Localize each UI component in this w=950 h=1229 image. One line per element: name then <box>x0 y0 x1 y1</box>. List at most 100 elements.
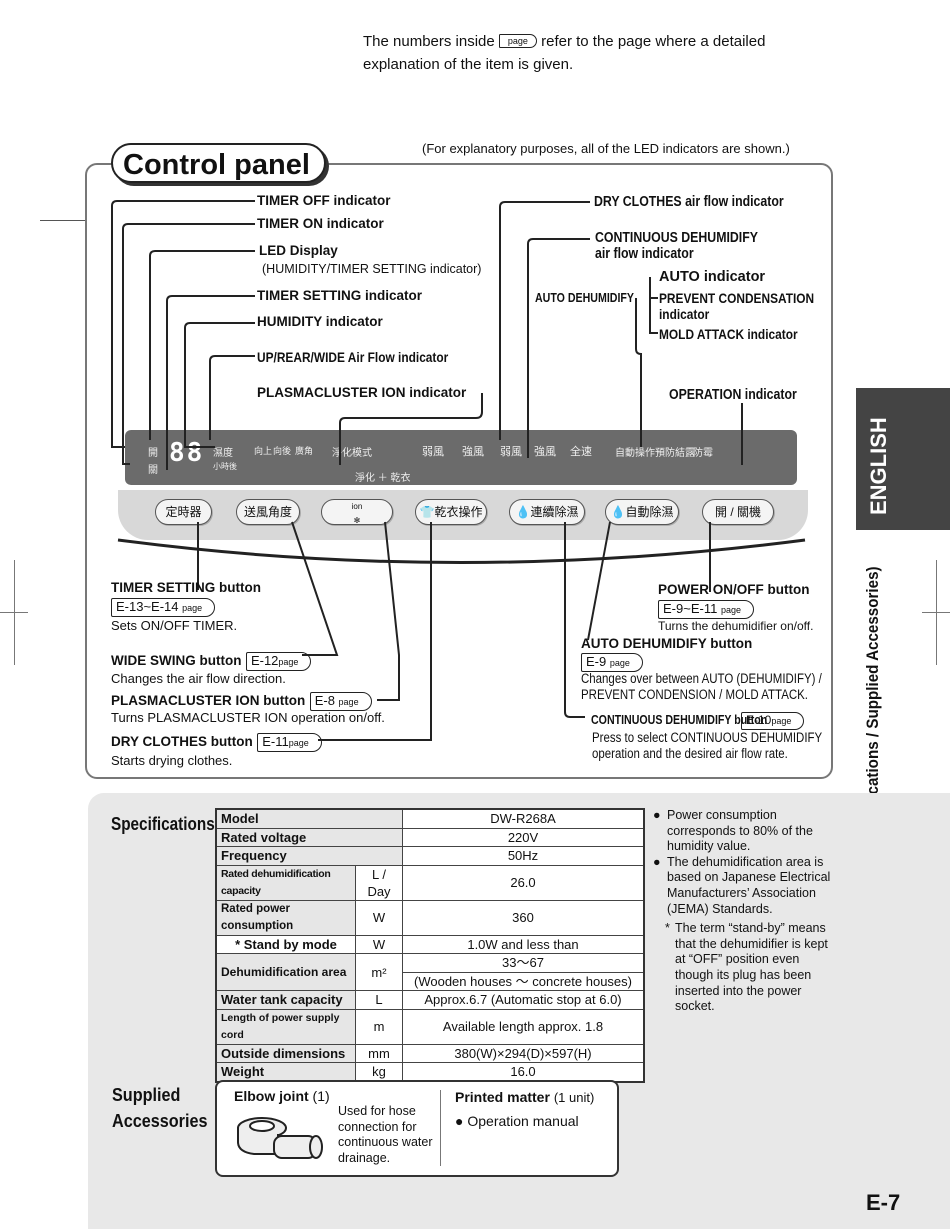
printed-matter-title: Printed matter (1 unit) <box>455 1089 594 1105</box>
led-display-label: LED Display <box>259 243 338 258</box>
dry-clothes-button-label: 乾衣操作 <box>434 505 483 519</box>
off-mark: 開 <box>148 448 158 459</box>
printed-qty: (1 unit) <box>553 1090 595 1105</box>
note-item: *The term “stand-by” means that the dehu… <box>653 921 838 1015</box>
wide-swing-desc: Changes the air flow direction. <box>111 671 286 686</box>
continuous-button-label: CONTINUOUS DEHUMIDIFY button <box>591 713 768 727</box>
bullet-icon: ● <box>455 1113 464 1129</box>
accessories-heading-1: Supplied <box>112 1085 181 1105</box>
spec-key: Rated dehumidification capacity <box>215 864 356 901</box>
note-item: ●The dehumidification area is based on J… <box>653 855 838 917</box>
dry-clothes-button[interactable]: 👕乾衣操作 <box>415 499 487 525</box>
airflow-indicator-label: UP/REAR/WIDE Air Flow indicator <box>257 349 449 365</box>
auto-button-label: 自動除濕 <box>625 505 674 519</box>
spec-value: 220V <box>402 827 645 847</box>
shirt-icon: 👕 <box>419 505 435 519</box>
plasmacluster-desc: Turns PLASMACLUSTER ION operation on/off… <box>111 710 385 725</box>
intro-after: refer to the page where a detailed expla… <box>363 33 766 73</box>
prevent-condensation-label: PREVENT CONDENSATION <box>659 290 815 306</box>
spec-unit: kg <box>355 1062 403 1082</box>
ref-text: E-10 <box>746 713 772 727</box>
auto-dehumidify-button[interactable]: 💧自動除濕 <box>605 499 679 525</box>
spec-key: Length of power supply cord <box>215 1008 356 1045</box>
bullet-icon: ● <box>653 808 661 822</box>
continuous-desc-2: operation and the desired air flow rate. <box>592 746 788 761</box>
spec-value: (Wooden houses ～ concrete houses) <box>402 971 645 991</box>
printed-matter-label: Printed matter <box>455 1089 550 1105</box>
spec-notes: ●Power consumption corresponds to 80% of… <box>653 808 838 1015</box>
timer-off-indicator-label: TIMER OFF indicator <box>257 193 391 208</box>
elbow-joint-label: Elbow joint <box>234 1088 309 1104</box>
power-button[interactable]: 開 / 關機 <box>702 499 774 525</box>
crop-mark <box>936 560 937 665</box>
spec-key: * Stand by mode <box>215 934 356 954</box>
ref-text: E-11 <box>262 734 289 749</box>
control-panel-title: Control panel <box>111 143 326 183</box>
led-display-sub: (HUMIDITY/TIMER SETTING indicator) <box>262 262 482 276</box>
auto-mark: 自動操作 <box>615 448 655 459</box>
page-word: page <box>278 657 299 667</box>
ion-label: ion <box>351 502 363 511</box>
full-speed-mark: 全速 <box>570 446 592 458</box>
accessories-heading-2: Accessories <box>112 1111 208 1131</box>
page-word: page <box>338 697 359 707</box>
spec-key: Frequency <box>215 846 403 866</box>
bullet-icon: ● <box>653 854 661 869</box>
rear-mark: 向後 <box>273 446 292 456</box>
spec-unit: W <box>355 934 403 954</box>
timer-on-indicator-label: TIMER ON indicator <box>257 216 384 231</box>
auto-indicator-label: AUTO indicator <box>659 269 766 285</box>
power-desc: Turns the dehumidifier on/off. <box>658 619 814 633</box>
spec-key: Model <box>215 808 403 829</box>
crop-mark <box>14 560 15 665</box>
spec-value: 50Hz <box>402 846 645 866</box>
wide-swing-block: WIDE SWING button E-12page <box>111 652 312 671</box>
dry-clothes-button-label: DRY CLOTHES button <box>111 734 253 749</box>
spec-key: Outside dimensions <box>215 1043 356 1063</box>
dry-clothes-desc: Starts drying clothes. <box>111 753 233 768</box>
manual-label: Operation manual <box>467 1113 579 1129</box>
dry-clothes-indicator-label: DRY CLOTHES air flow indicator <box>594 194 784 210</box>
note-text: The term “stand-by” means that the dehum… <box>675 921 828 1014</box>
language-tab <box>856 388 950 530</box>
auto-dehumidify-desc-2: PREVENT CONDENSION / MOLD ATTACK. <box>581 687 808 702</box>
mold-attack-label: MOLD ATTACK indicator <box>659 326 798 342</box>
crop-mark <box>40 220 85 221</box>
control-panel-box <box>85 163 833 779</box>
specifications-heading: Specifications <box>111 814 215 834</box>
wide-swing-button-label: WIDE SWING button <box>111 653 242 668</box>
ref-text: E-13~E-14 <box>116 599 179 614</box>
humidity-indicator-label: HUMIDITY indicator <box>257 314 383 329</box>
timer-setting-button-label: TIMER SETTING button <box>111 580 261 595</box>
spec-key: Water tank capacity <box>215 990 356 1010</box>
purify-mark: 淨化模式 <box>332 448 372 459</box>
wide-mark: 廣角 <box>295 446 314 456</box>
spec-value: 26.0 <box>402 864 645 901</box>
ion-button[interactable]: ion✻ <box>321 499 393 525</box>
air-angle-button[interactable]: 送風角度 <box>236 499 300 525</box>
timer-setting-ref: E-13~E-14 page <box>111 598 216 617</box>
page-word: page <box>609 658 630 668</box>
spec-unit: m <box>355 1008 403 1045</box>
page-word: page <box>288 738 309 748</box>
elbow-joint-icon <box>237 1117 323 1159</box>
humidity-mark: 濕度 <box>213 448 233 459</box>
continuous-button-label: 連續除濕 <box>530 505 579 519</box>
up-mark: 向上 <box>254 446 273 456</box>
spec-key: Dehumidification area <box>215 953 356 991</box>
timer-button[interactable]: 定時器 <box>155 499 212 525</box>
spec-value: 16.0 <box>402 1062 645 1082</box>
note-item: ●Power consumption corresponds to 80% of… <box>653 808 838 855</box>
spec-unit: W <box>355 899 403 936</box>
page-word: page <box>182 603 203 613</box>
language-tab-text: ENGLISH <box>866 417 891 515</box>
continuous-dehumidify-button[interactable]: 💧連續除濕 <box>509 499 585 525</box>
weak-mark-2: 弱風 <box>500 446 522 458</box>
